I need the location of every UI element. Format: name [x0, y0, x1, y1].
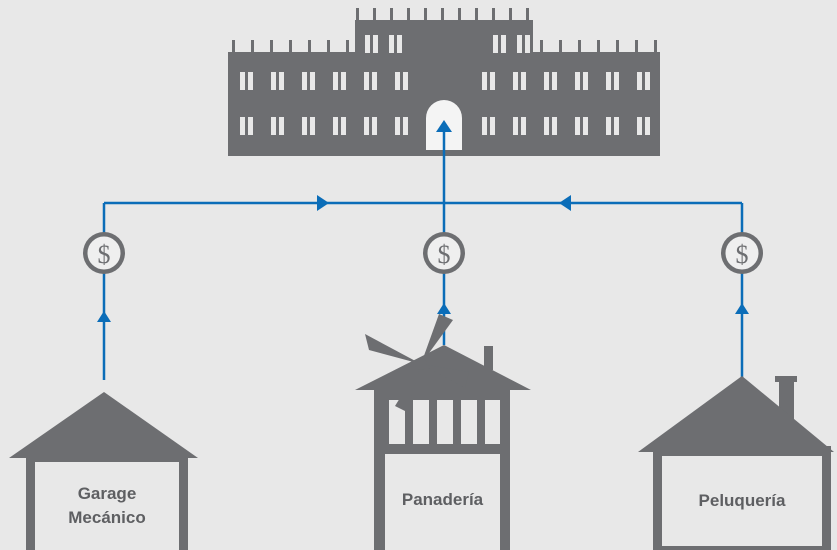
- coin-symbol: $: [98, 240, 111, 269]
- garage-label: Garage Mecánico: [35, 462, 179, 550]
- arrow-up-icon: [97, 311, 111, 322]
- palace-roof-finials-center: [356, 8, 529, 20]
- flow-lines: [104, 124, 742, 380]
- arrow-up-icon: [735, 303, 749, 314]
- bakery-label: Panadería: [385, 454, 500, 546]
- coin-symbol: $: [736, 240, 749, 269]
- arrow-right-icon: [317, 195, 329, 211]
- arrow-left-icon: [559, 195, 571, 211]
- arrow-up-icon: [437, 303, 451, 314]
- dollar-coin-icon: $: [721, 232, 763, 274]
- salon-label: Peluquería: [662, 456, 822, 546]
- dollar-coin-icon: $: [83, 232, 125, 274]
- coin-symbol: $: [438, 240, 451, 269]
- dollar-coin-icon: $: [423, 232, 465, 274]
